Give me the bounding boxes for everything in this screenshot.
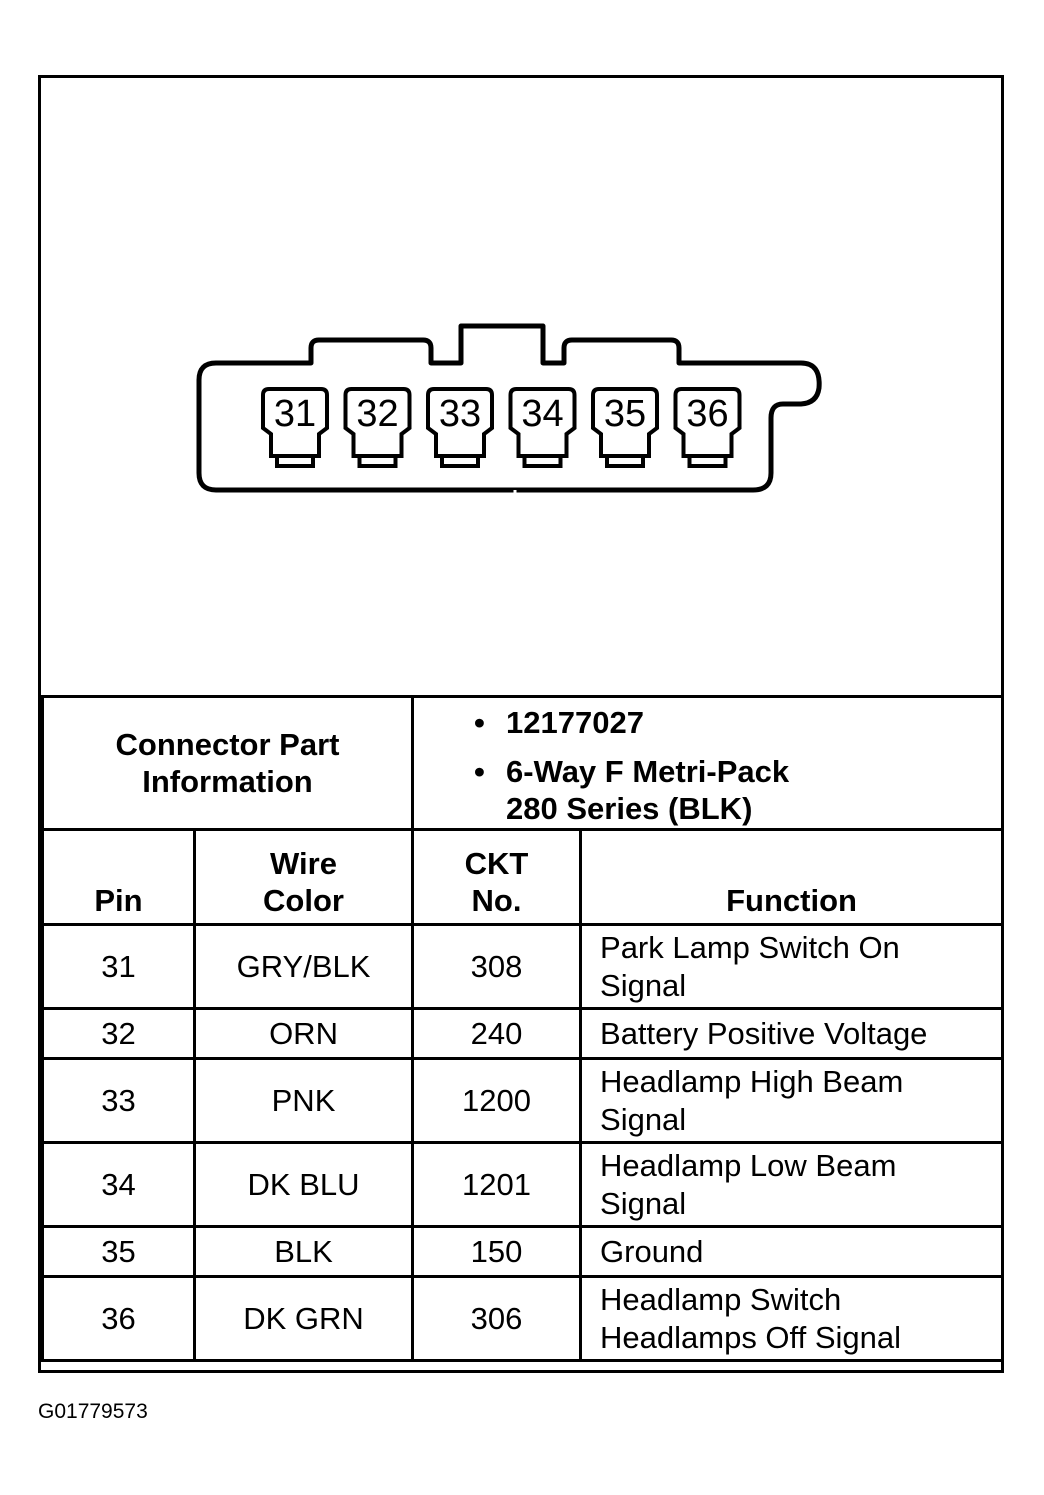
pin-latch bbox=[522, 456, 563, 468]
part-info-values: • 12177027 • 6-Way F Metri-Pack 280 Seri… bbox=[411, 695, 1005, 831]
function-line2: Signal bbox=[600, 967, 687, 1003]
pin-label: 36 bbox=[686, 393, 728, 435]
part-desc-line2: 280 Series (BLK) bbox=[506, 791, 753, 826]
header-wire-line2: Color bbox=[263, 883, 344, 918]
wire-color-cell: BLK bbox=[192, 1225, 415, 1278]
header-wire-color: Wire Color bbox=[192, 828, 415, 926]
wire-color-cell: DK GRN bbox=[192, 1275, 415, 1362]
pin-label: 31 bbox=[274, 393, 316, 435]
function-line2: Headlamps Off Signal bbox=[600, 1319, 901, 1355]
bullet-icon: • bbox=[474, 705, 485, 740]
part-number: 12177027 bbox=[506, 705, 644, 740]
pin-cavity-outline bbox=[261, 387, 329, 458]
pin-latch bbox=[275, 456, 315, 468]
ckt-number-cell: 240 bbox=[411, 1007, 583, 1060]
header-pin-label: Pin bbox=[94, 883, 143, 918]
wire-color-cell: DK BLU bbox=[192, 1141, 415, 1228]
pin-number-cell: 31 bbox=[41, 923, 196, 1010]
pin-latch bbox=[357, 456, 398, 468]
header-ckt-line1: CKT bbox=[464, 846, 529, 881]
header-pin: Pin bbox=[41, 828, 196, 926]
ckt-number-cell: 308 bbox=[411, 923, 583, 1010]
part-info-row: Connector Part Information • 12177027 • … bbox=[40, 695, 1005, 831]
pin-latch bbox=[687, 456, 728, 468]
function-line1: Park Lamp Switch On bbox=[600, 929, 900, 965]
pin-latch bbox=[605, 456, 645, 468]
wire-color-cell: GRY/BLK bbox=[192, 923, 415, 1010]
function-line1: Headlamp High Beam bbox=[600, 1063, 904, 1099]
pin-label: 33 bbox=[439, 393, 481, 435]
pin-cavity-32: 32 bbox=[343, 387, 412, 468]
wire-color-cell: PNK bbox=[192, 1057, 415, 1144]
pin-cavity-35: 35 bbox=[591, 387, 659, 468]
bullet-icon: • bbox=[474, 754, 485, 789]
pin-number-cell: 33 bbox=[41, 1057, 196, 1144]
pin-cavity-33: 33 bbox=[426, 387, 494, 468]
part-info-label-line2: Information bbox=[142, 764, 313, 799]
part-desc-line1: 6-Way F Metri-Pack bbox=[506, 754, 790, 789]
table-header-row: Pin Wire Color CKT No. Function bbox=[41, 828, 1005, 926]
header-ckt-no: CKT No. bbox=[411, 828, 583, 926]
function-line1: Ground bbox=[600, 1233, 704, 1269]
pin-cavity-outline bbox=[673, 387, 742, 458]
connector-info-table: Connector Part Information • 12177027 • … bbox=[40, 695, 1005, 1362]
function-line2: Signal bbox=[600, 1101, 687, 1137]
function-cell: Ground bbox=[579, 1225, 1005, 1278]
pin-cavity-outline bbox=[426, 387, 494, 458]
pin-label: 34 bbox=[521, 393, 563, 435]
part-number-item: • 12177027 bbox=[474, 704, 1001, 741]
ckt-number-cell: 306 bbox=[411, 1275, 583, 1362]
figure-id: G01779573 bbox=[38, 1400, 148, 1423]
connector-body-outline bbox=[196, 323, 822, 493]
function-line1: Battery Positive Voltage bbox=[600, 1015, 928, 1051]
pin-label: 32 bbox=[356, 393, 398, 435]
pin-cavity-outline bbox=[343, 387, 412, 458]
ckt-number-cell: 1200 bbox=[411, 1057, 583, 1144]
connector-face-drawing: 31 32 33 34 35 36 bbox=[196, 323, 822, 496]
pin-label: 35 bbox=[604, 393, 646, 435]
pin-number-cell: 34 bbox=[41, 1141, 196, 1228]
pin-cavity-31: 31 bbox=[261, 387, 329, 468]
ckt-number-cell: 1201 bbox=[411, 1141, 583, 1228]
pin-number-cell: 35 bbox=[41, 1225, 196, 1278]
pin-cavity-outline bbox=[508, 387, 577, 458]
function-line2: Signal bbox=[600, 1185, 687, 1221]
ckt-number-cell: 150 bbox=[411, 1225, 583, 1278]
pin-cavity-outline bbox=[591, 387, 659, 458]
header-ckt-line2: No. bbox=[471, 883, 522, 918]
pin-number-cell: 32 bbox=[41, 1007, 196, 1060]
connector-diagram: 31 32 33 34 35 36 bbox=[41, 78, 1001, 695]
header-wire-line1: Wire bbox=[270, 846, 337, 881]
header-function: Function bbox=[579, 828, 1005, 926]
wire-color-cell: ORN bbox=[192, 1007, 415, 1060]
part-info-label: Connector Part Information bbox=[40, 695, 415, 831]
pin-number-cell: 36 bbox=[41, 1275, 196, 1362]
function-line1: Headlamp Low Beam bbox=[600, 1147, 897, 1183]
pin-cavities: 31 32 33 34 35 36 bbox=[261, 387, 742, 468]
pin-cavity-36: 36 bbox=[673, 387, 742, 468]
header-function-label: Function bbox=[726, 883, 857, 918]
part-desc-item: • 6-Way F Metri-Pack 280 Series (BLK) bbox=[474, 753, 1001, 827]
part-info-label-line1: Connector Part bbox=[115, 727, 340, 762]
function-cell: Battery Positive Voltage bbox=[579, 1007, 1005, 1060]
function-line1: Headlamp Switch bbox=[600, 1281, 842, 1317]
pin-cavity-34: 34 bbox=[508, 387, 577, 468]
pin-latch bbox=[440, 456, 480, 468]
